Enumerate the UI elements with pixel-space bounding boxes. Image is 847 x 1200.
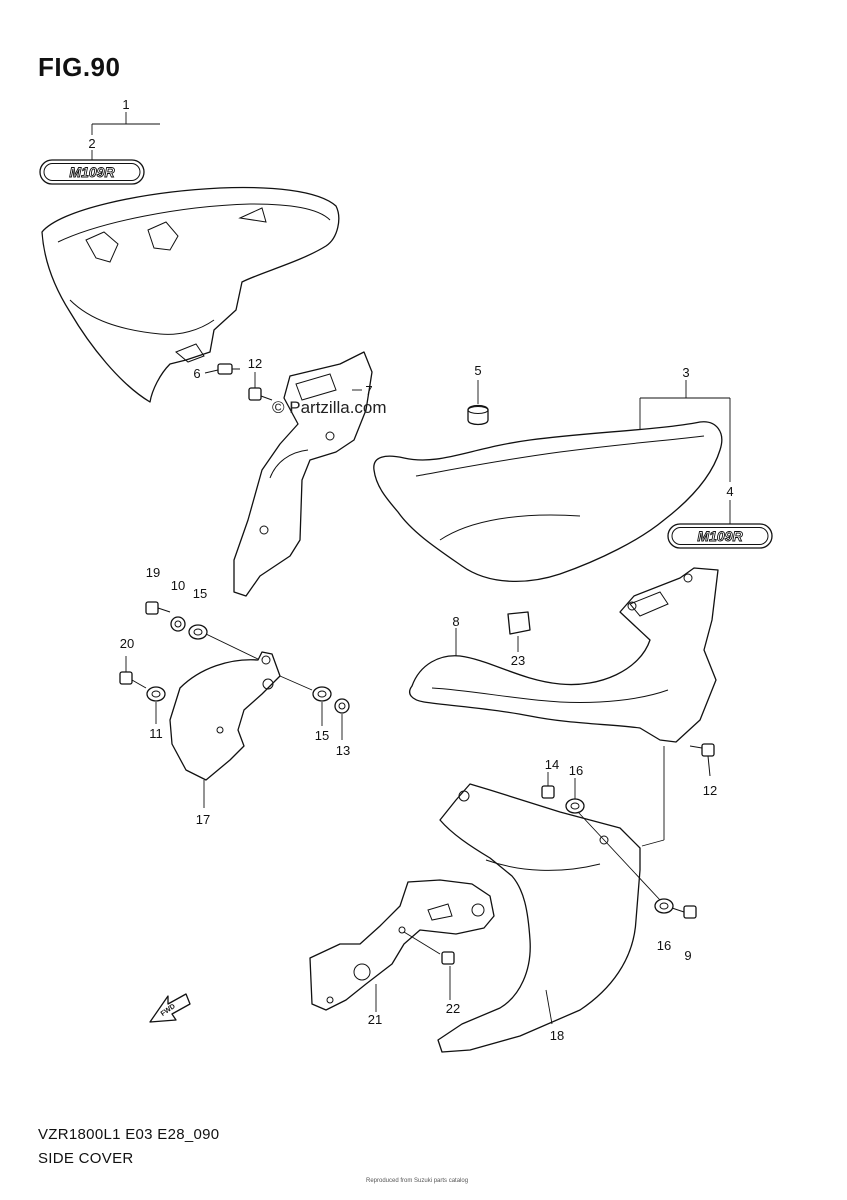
part-6-screw [204,363,240,375]
part-5-grommet [467,380,489,426]
emblem-top-text: M109R [69,164,115,180]
callout-9: 9 [684,948,691,963]
callout-14: 14 [545,757,559,772]
front-side-cover [41,186,340,403]
section-name: SIDE COVER [38,1150,134,1167]
callout-21: 21 [368,1012,382,1027]
part-16-grommet-lower [654,898,674,914]
callout-17: 17 [196,812,210,827]
emblem-right-text: M109R [697,528,743,544]
part-18-bracket [437,783,661,1053]
part-23-pad [507,611,531,652]
model-code: VZR1800L1 E03 E28_090 [38,1126,220,1143]
emblem-top: M109R [39,159,145,185]
callout-20: 20 [120,636,134,651]
part-19-bolt [145,601,171,615]
callout-2: 2 [88,136,95,151]
callout-22: 22 [446,1001,460,1016]
callout-1: 1 [122,97,129,112]
part-10-washer [170,616,186,632]
part-20-bolt [119,656,147,689]
callout-15-upper: 15 [193,586,207,601]
callout-10: 10 [171,578,185,593]
callout-labels: 1 2 3 4 5 6 7 8 9 10 11 12 12 13 14 15 1… [88,97,733,1043]
callout-11: 11 [149,726,163,741]
part-3-side-cover-right [373,421,723,583]
callout-3: 3 [682,365,689,380]
part-9-bolt [671,905,697,919]
callout-4: 4 [726,484,733,499]
fwd-arrow-icon: FWD [149,993,191,1023]
callout-15-lower: 15 [315,728,329,743]
part-15-grommet-lower [312,686,332,726]
callout-16-upper: 16 [569,763,583,778]
part-22-bolt [441,951,455,1000]
callout-7: 7 [365,383,372,398]
callout-19: 19 [146,565,160,580]
figure-title: FIG.90 [38,52,121,82]
part-11-grommet [146,686,166,724]
callout-8: 8 [452,614,459,629]
callout-23: 23 [511,653,525,668]
callout-16-lower: 16 [657,938,671,953]
part-16-grommet-upper [565,778,585,814]
callout-12-lower: 12 [703,783,717,798]
callout-5: 5 [474,363,481,378]
fine-print: Reproduced from Suzuki parts catalog [366,1178,469,1184]
group-leader-1-2 [91,112,160,160]
callout-6: 6 [193,366,200,381]
part-21-plate [309,879,495,1012]
part-13-washer [334,698,350,740]
callout-12-upper: 12 [248,356,262,371]
part-8-lower-cover [409,567,719,743]
emblem-right: M109R [667,523,773,549]
part-14-collar [541,772,555,799]
callout-18: 18 [550,1028,564,1043]
group-leader-3-4 [639,380,731,524]
part-15-grommet-upper [188,624,261,661]
part-12-screw-upper [248,372,273,401]
part-17-bracket [169,651,313,808]
callout-13: 13 [336,743,350,758]
part-12-screw-lower [641,743,715,847]
part-7-bracket [233,351,373,597]
partzilla-watermark: © Partzilla.com [272,398,387,417]
